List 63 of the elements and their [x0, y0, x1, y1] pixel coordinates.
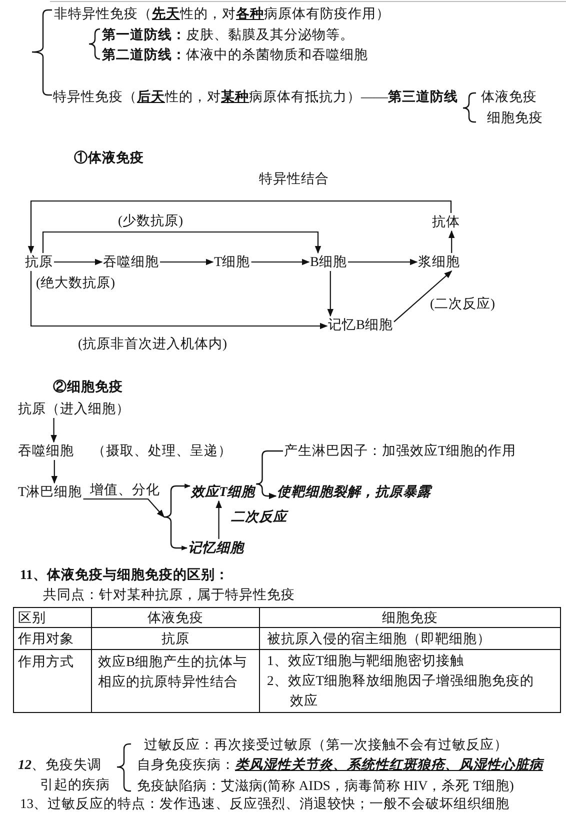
definition-text: 第一道防线：皮肤、黏膜及其分泌物等。	[102, 27, 354, 43]
arrow	[51, 460, 58, 484]
definition-text: 特异性免疫（后天性的，对某种病原体有抵抗力）——第三道防线	[53, 89, 458, 105]
section-heading: 11、体液免疫与细胞免疫的区别：	[20, 567, 229, 583]
edge-label: (抗原非首次进入机体内)	[78, 336, 227, 352]
arrow	[327, 271, 334, 317]
edge-label: (绝大数抗原)	[36, 275, 115, 291]
definition-text: 自身免疫疾病：类风湿性关节炎、系统性红斑狼疮、风湿性心脏病	[137, 757, 543, 773]
concept-label: 抗体	[432, 214, 460, 230]
arrow	[348, 258, 418, 266]
list-item: 2、效应T细胞释放细胞因子增强细胞免疫的效应	[267, 672, 534, 710]
edge-label: 特异性结合	[259, 171, 329, 187]
definition-text: 非特异性免疫（先天性的，对各种病原体有防疫作用）	[54, 6, 390, 22]
list-item: 1、效应T细胞与靶细胞密切接触	[267, 652, 465, 670]
concept-label: T淋巴细胞	[18, 484, 82, 500]
definition-text: 第二道防线：体液中的杀菌物质和吞噬细胞	[102, 47, 368, 63]
arrow	[216, 500, 222, 539]
arrow	[50, 418, 57, 443]
concept-label: 记忆B细胞	[328, 317, 394, 333]
note-text: 共同点：针对某种抗原，属于特异性免疫	[43, 587, 295, 603]
section-heading: ②细胞免疫	[53, 379, 123, 395]
edge-label: (二次反应)	[430, 296, 495, 312]
concept-label: 产生淋巴因子：加强效应T细胞的作用	[284, 443, 516, 459]
concept-label: 浆细胞	[418, 254, 460, 270]
concept-label: B细胞	[310, 254, 348, 270]
concept-label: 记忆细胞	[188, 540, 244, 556]
definition-text: 免疫缺陷病：艾滋病(简称 AIDS，病毒简称 HIV，杀死 T细胞)	[137, 778, 514, 794]
arrow	[54, 258, 103, 266]
branch-text: 细胞免疫	[487, 110, 543, 126]
brace-arrow	[256, 483, 277, 500]
annotation-text: （摄取、处理、呈递）	[92, 443, 232, 459]
arrow	[30, 271, 328, 330]
concept-label: 吞噬细胞	[18, 443, 74, 459]
definition-text: 过敏反应：再次接受过敏原（第一次接触不会有过敏反应）	[144, 737, 508, 753]
arrow	[160, 258, 214, 266]
edge-label: 增值、分化	[90, 482, 160, 498]
section-heading: ①体液免疫	[74, 150, 144, 166]
header-cell: 区别	[14, 608, 92, 628]
edge-label: (少数抗原)	[118, 213, 183, 229]
arrow	[394, 270, 452, 322]
concept-label: 效应T细胞	[191, 484, 256, 500]
table-cell: 作用方式	[14, 650, 92, 712]
note-text: 13、过敏反应的特点：发作迅速、反应强烈、消退较快；一般不会破坏组织细胞	[20, 796, 510, 812]
arrow	[251, 258, 310, 266]
table-cell: 作用对象	[14, 628, 92, 650]
table-cell: 抗原	[92, 628, 260, 650]
concept-label: 吞噬细胞	[103, 254, 159, 270]
edge-label: 二次反应	[231, 509, 287, 525]
brace-line	[256, 450, 283, 485]
header-cell: 细胞免疫	[260, 608, 560, 628]
branching-arrow	[83, 484, 191, 550]
concept-label: 抗原（进入细胞）	[18, 401, 130, 417]
arrow	[448, 230, 455, 253]
concept-label: 抗原	[25, 254, 53, 270]
header-cell: 体液免疫	[92, 608, 260, 628]
arrow	[28, 200, 452, 254]
table-cell: 效应B细胞产生的抗体与相应的抗原特异性结合	[92, 650, 260, 712]
branch-text: 体液免疫	[481, 89, 537, 105]
concept-label: 使靶细胞裂解，抗原暴露	[277, 484, 431, 500]
section-heading: 12、免疫失调引起的疾病	[18, 756, 110, 794]
arrow	[42, 231, 322, 254]
table-cell: 被抗原入侵的宿主细胞（即靶细胞）	[260, 628, 560, 650]
concept-label: T细胞	[214, 254, 250, 270]
